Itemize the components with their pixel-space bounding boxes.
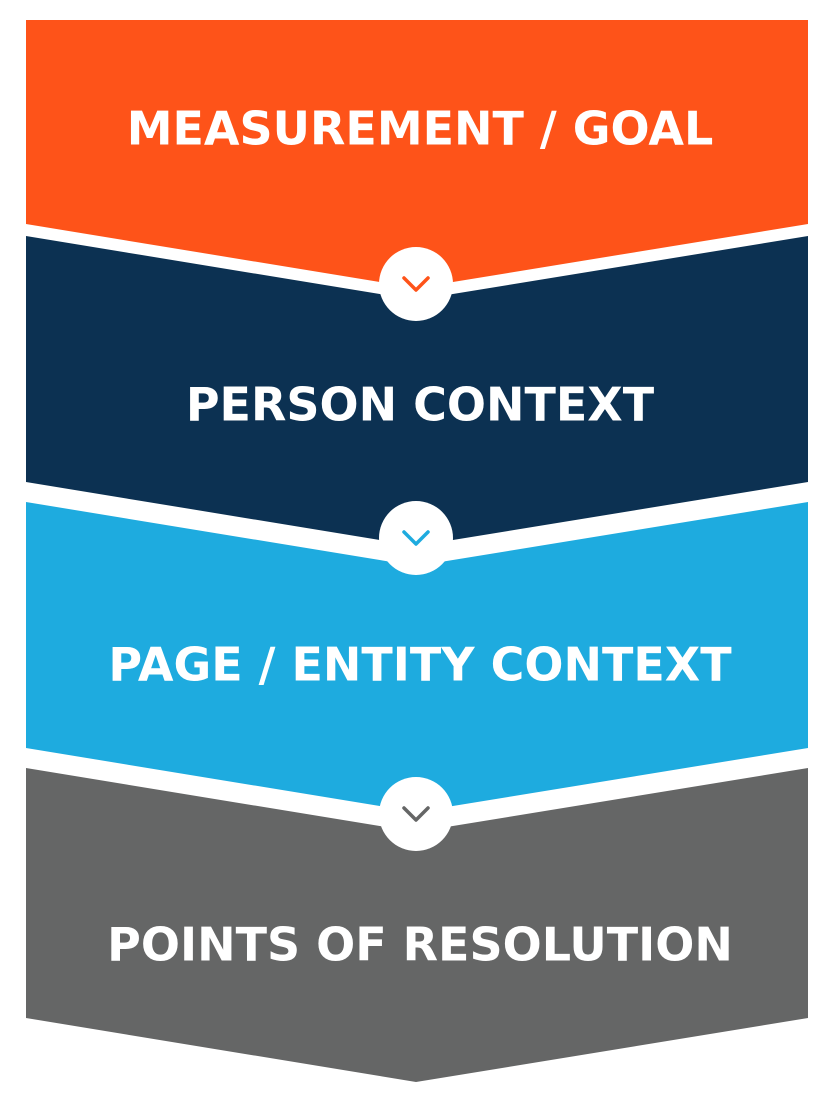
stage-measurement-goal: MEASUREMENT / GOAL bbox=[26, 20, 808, 288]
connector-circle bbox=[379, 247, 453, 321]
connector-circle bbox=[379, 777, 453, 851]
chevron-down-icon bbox=[402, 806, 430, 822]
connector-2 bbox=[379, 501, 453, 575]
stage-person-context: PERSON CONTEXT bbox=[26, 236, 808, 546]
stage-label: POINTS OF RESOLUTION bbox=[107, 918, 733, 972]
stage-shape bbox=[26, 236, 808, 546]
stage-label: PAGE / ENTITY CONTEXT bbox=[108, 638, 732, 692]
stage-points-of-resolution: POINTS OF RESOLUTION bbox=[26, 768, 808, 1082]
stage-shape bbox=[26, 20, 808, 288]
stage-shape bbox=[26, 768, 808, 1082]
connector-1 bbox=[379, 247, 453, 321]
chevron-down-icon bbox=[402, 276, 430, 292]
stage-page-entity-context: PAGE / ENTITY CONTEXT bbox=[26, 502, 808, 812]
stage-label: MEASUREMENT / GOAL bbox=[127, 102, 714, 156]
stage-label: PERSON CONTEXT bbox=[186, 378, 655, 432]
stage-shape bbox=[26, 502, 808, 812]
connector-circle bbox=[379, 501, 453, 575]
chevron-down-icon bbox=[402, 530, 430, 546]
connector-3 bbox=[379, 777, 453, 851]
